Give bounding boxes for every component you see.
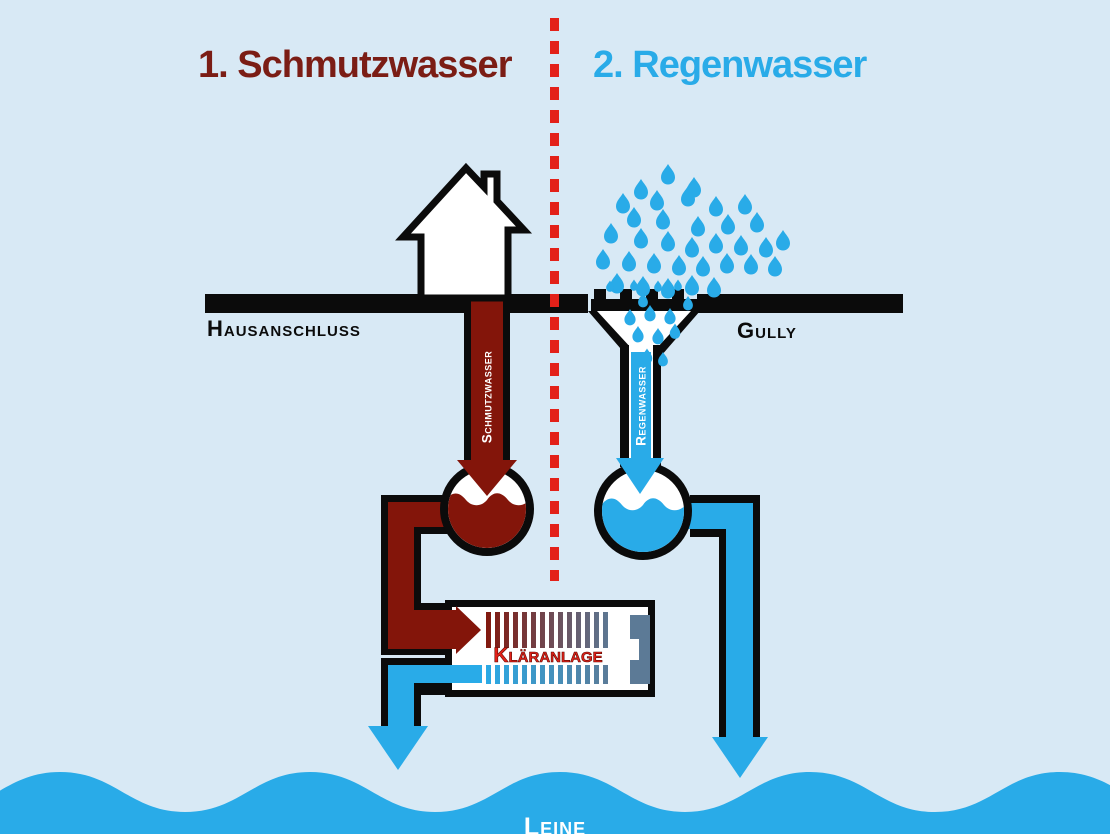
rain-outfall-arrow [712, 737, 768, 778]
house-icon [395, 162, 533, 302]
treated-water-pipe-run [368, 665, 485, 770]
rain-pipe-label: Regenwasser [633, 366, 649, 446]
section-title-rainwater: 2. Regenwasser [593, 44, 867, 86]
sewage-basin [440, 462, 534, 556]
rain-arrow-into-basin [616, 352, 664, 494]
plant-outlet-block [630, 615, 650, 684]
plant-filter-graphics [482, 612, 650, 684]
treated-outfall-arrow [368, 726, 428, 770]
river-label: Leine [523, 813, 587, 834]
house-connection-label: Hausanschluss [207, 316, 361, 341]
river-water [0, 772, 1110, 834]
gully-label: Gully [737, 318, 797, 343]
section-divider-line [550, 18, 559, 581]
rainwater-pipe-run [680, 503, 768, 778]
sewage-inflow-arrow [456, 606, 481, 654]
sewage-pipe-label: Schmutzwasser [479, 350, 495, 444]
section-title-sewage: 1. Schmutzwasser [198, 44, 512, 86]
sewage-feeder-pipe [464, 294, 510, 464]
sewage-pipe-run [388, 502, 481, 654]
sewage-arrow-into-basin [457, 460, 517, 496]
treatment-plant-label: Kläranlage [493, 644, 603, 668]
